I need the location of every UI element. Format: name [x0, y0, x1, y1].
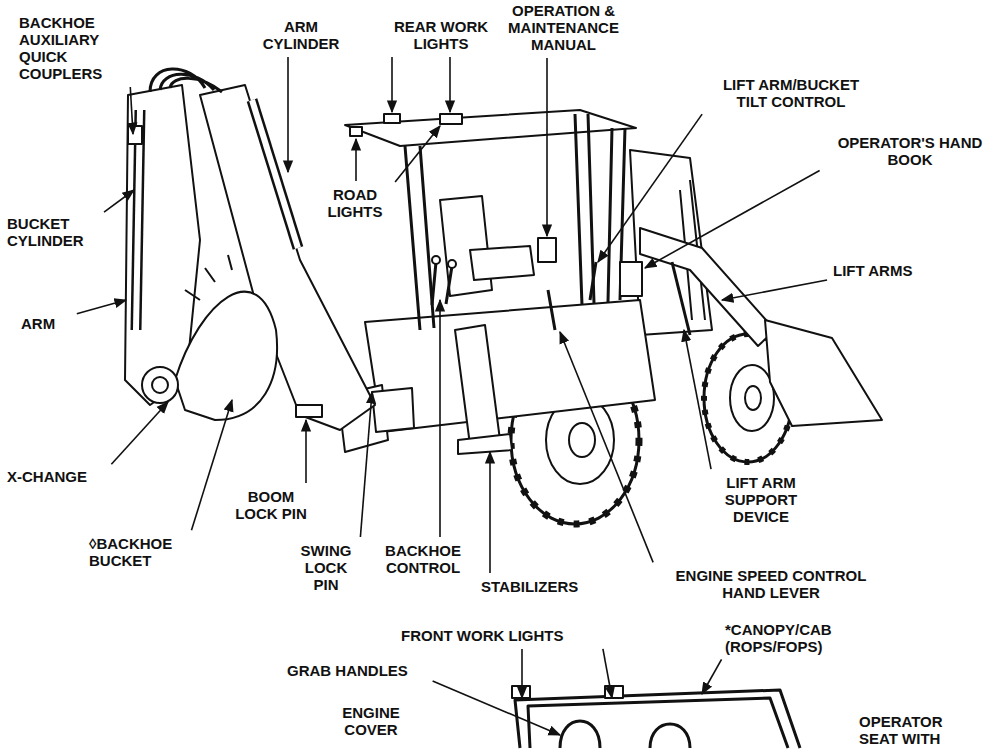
part-label: GRAB HANDLES [286, 662, 428, 679]
leader-line [287, 57, 289, 172]
hoses [150, 69, 222, 92]
front-work-light [605, 686, 623, 698]
work-light [384, 114, 400, 123]
leader-line [603, 649, 612, 698]
handbook-box [620, 262, 642, 296]
seat-cushion [470, 246, 534, 280]
leader-line [684, 330, 711, 469]
part-label: BUCKET CYLINDER [6, 215, 100, 249]
canopy-roof [345, 110, 636, 146]
arm-cylinder-inner [252, 100, 298, 248]
leader-line [111, 402, 168, 464]
grab-handle [560, 721, 690, 748]
canopy-posts [405, 114, 625, 330]
part-label: ◊BACKHOE BUCKET [88, 535, 190, 569]
leader-line [449, 57, 451, 112]
part-label: LIFT ARMS [832, 262, 944, 279]
pivot-pin [142, 367, 178, 403]
part-label: FRONT WORK LIGHTS [400, 627, 602, 644]
leader-line [598, 114, 702, 262]
leader-line [130, 87, 133, 134]
leader-line [439, 300, 441, 537]
leader-line [355, 139, 357, 181]
part-label: BACKHOE CONTROL [372, 542, 474, 576]
part-label: LIFT ARM SUPPORT DEVICE [712, 474, 810, 525]
part-label: ARM [20, 315, 72, 332]
work-light [440, 114, 462, 124]
part-label: OPERATOR'S HAND BOOK [824, 134, 996, 168]
seat [440, 196, 492, 296]
leader-line [722, 280, 827, 300]
pivot-pin-inner [152, 377, 168, 393]
leader-line [560, 332, 653, 562]
canopy-frame-lower [515, 690, 800, 748]
part-label: LIFT ARM/BUCKET TILT CONTROL [705, 76, 877, 110]
part-label: OPERATION & MAINTENANCE MANUAL [500, 2, 627, 53]
part-label: ROAD LIGHTS [318, 186, 392, 220]
stabilizer-pad [458, 434, 512, 454]
leader-line [702, 659, 722, 694]
lever-knob [432, 256, 440, 264]
part-label: ARM CYLINDER [250, 18, 352, 52]
lift-arm-support [672, 262, 690, 335]
stabilizer [455, 325, 500, 445]
backhoe-bucket [175, 292, 277, 420]
part-label: BOOM LOCK PIN [225, 488, 317, 522]
leader-line [391, 57, 393, 112]
leader-line [395, 126, 440, 182]
body [365, 300, 655, 432]
leader-line [305, 420, 307, 483]
leader-line [521, 649, 523, 698]
leader-line [360, 392, 372, 537]
lift-arm [640, 228, 775, 346]
part-label: BACKHOE AUXILIARY QUICK COUPLERS [18, 14, 130, 82]
part-label: STABILIZERS [480, 578, 602, 595]
part-label: *CANOPY/CAB (ROPS/FOPS) [724, 621, 876, 655]
road-light [350, 127, 362, 136]
quick-coupler [128, 126, 142, 144]
toolbox [372, 388, 414, 432]
part-label: ENGINE COVER [328, 704, 414, 738]
part-label: SWING LOCK PIN [292, 542, 360, 593]
arm-cylinder [252, 100, 298, 248]
control-levers [432, 262, 596, 330]
leader-line [104, 190, 134, 212]
part-label: ENGINE SPEED CONTROL HAND LEVER [655, 567, 887, 601]
part-label: OPERATOR SEAT WITH [858, 713, 970, 747]
boom-lock-pin [296, 405, 322, 417]
leader-line [645, 170, 820, 268]
part-label: REAR WORK LIGHTS [385, 18, 497, 52]
leader-line [489, 452, 491, 573]
manual-box [538, 238, 556, 262]
bucket-teeth [185, 255, 232, 300]
lever-knob [448, 260, 456, 268]
leader-line [546, 58, 548, 236]
loader-bucket [765, 320, 882, 426]
leader-line [433, 681, 560, 735]
front-work-light [512, 686, 530, 698]
leader-line [77, 300, 126, 314]
part-label: X-CHANGE [6, 468, 108, 485]
